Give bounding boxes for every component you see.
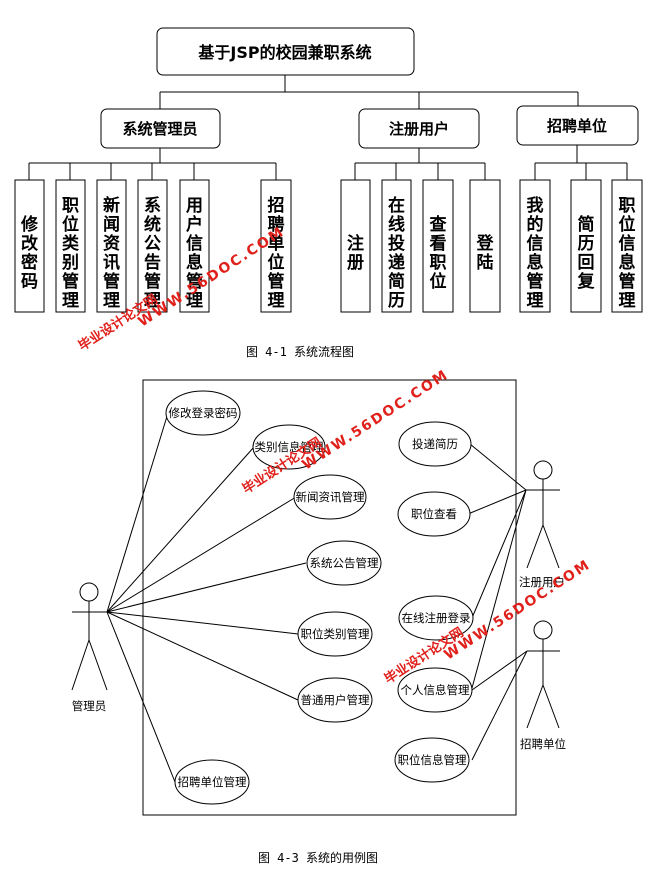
usecase-register-login [398, 595, 474, 641]
actor-user-label: 注册用户 [519, 575, 565, 589]
leaf-node-label: 简历回复 [577, 214, 596, 292]
usecase-caption: 图 4-3 系统的用例图 [258, 850, 378, 865]
usecase-label-change-password: 修改登录密码 [169, 406, 238, 420]
flowchart-caption: 图 4-1 系统流程图 [246, 344, 354, 359]
usecase-category-info [252, 424, 326, 470]
user-associations [467, 443, 527, 689]
usecase-diagram: 修改登录密码 类别信息管理 新闻资讯管理 系统公告管理 职位类别管理 普通用户管… [71, 379, 566, 865]
leaf-node-label: 招聘单位管理 [268, 195, 285, 311]
leaf-node-box [340, 179, 371, 313]
leaf-node-box [519, 179, 551, 313]
group-label-user: 注册用户 [389, 120, 449, 138]
usecase-label-submit-resume: 投递简历 [412, 437, 458, 451]
group-label-company: 招聘单位 [547, 117, 607, 135]
company-associations [471, 650, 528, 761]
usecase-label-personal-info: 个人信息管理 [401, 683, 470, 697]
leaf-node-label: 修改密码 [20, 214, 39, 292]
usecase-label-category-info: 类别信息管理 [255, 440, 324, 454]
actor-company-label: 招聘单位 [520, 737, 566, 751]
usecase-submit-resume [398, 421, 472, 467]
leaf-node-box [570, 179, 602, 313]
leaf-node-label: 查看职位 [429, 214, 448, 292]
usecase-label-job-category: 职位类别管理 [301, 627, 370, 641]
usecase-job-category [297, 611, 373, 657]
root-node-label: 基于JSP的校园兼职系统 [197, 43, 371, 62]
leaf-node-box [14, 179, 45, 313]
usecase-label-job-info: 职位信息管理 [398, 753, 467, 767]
leaf-node-box [422, 179, 454, 313]
leaf-node-box [381, 179, 412, 313]
usecase-view-jobs [397, 491, 471, 537]
usecase-news [293, 474, 367, 520]
system-boundary [142, 379, 517, 816]
usecase-job-info [394, 737, 470, 783]
group-label-admin: 系统管理员 [122, 120, 197, 138]
leaf-node-box [179, 179, 210, 313]
usecase-change-password [165, 390, 241, 436]
leaf-node-box [137, 179, 168, 313]
usecase-personal-info [397, 667, 473, 713]
leaf-node-box [611, 179, 643, 313]
leaf-nodes: 修改密码 职位类别管理 新闻资讯管理 系统公告管理 用户信息管理 招聘单位管理 注册 在线投递… [14, 179, 643, 313]
leaf-node-box [55, 179, 86, 313]
leaf-node-label: 在线投递简历 [388, 195, 405, 311]
system-flowchart: 基于JSP的校园兼职系统 系统管理员 注册用户 招聘单位 [14, 27, 643, 359]
usecase-label-register-login: 在线注册登录 [402, 611, 471, 625]
actor-admin-figure [71, 582, 108, 691]
usecase-label-user-manage: 普通用户管理 [301, 693, 370, 707]
usecase-label-view-jobs: 职位查看 [411, 507, 457, 521]
leaf-node-label: 职位类别管理 [61, 196, 80, 311]
leaf-node-box [260, 179, 292, 313]
actor-admin-label: 管理员 [72, 699, 107, 713]
leaf-node-label: 登陆 [476, 233, 495, 273]
leaf-node-label: 注册 [347, 233, 364, 273]
leaf-node-box [469, 179, 501, 313]
admin-associations [106, 412, 307, 783]
leaf-node-label: 我的信息管理 [527, 196, 544, 311]
usecase-announcement [306, 540, 382, 586]
usecase-user-manage [297, 677, 373, 723]
usecase-label-company-manage: 招聘单位管理 [178, 775, 247, 789]
leaf-node-label: 系统公告管理 [144, 196, 161, 311]
leaf-node-label: 新闻资讯管理 [103, 195, 120, 311]
actor-company-figure [526, 620, 560, 729]
leaf-node-label: 用户信息管理 [186, 196, 203, 311]
leaf-node-label: 职位信息管理 [619, 196, 636, 311]
usecase-label-news: 新闻资讯管理 [296, 490, 365, 504]
usecase-company-manage [174, 759, 250, 805]
usecase-label-announcement: 系统公告管理 [310, 556, 379, 570]
leaf-node-box [96, 179, 127, 313]
actor-user-figure [526, 460, 560, 569]
